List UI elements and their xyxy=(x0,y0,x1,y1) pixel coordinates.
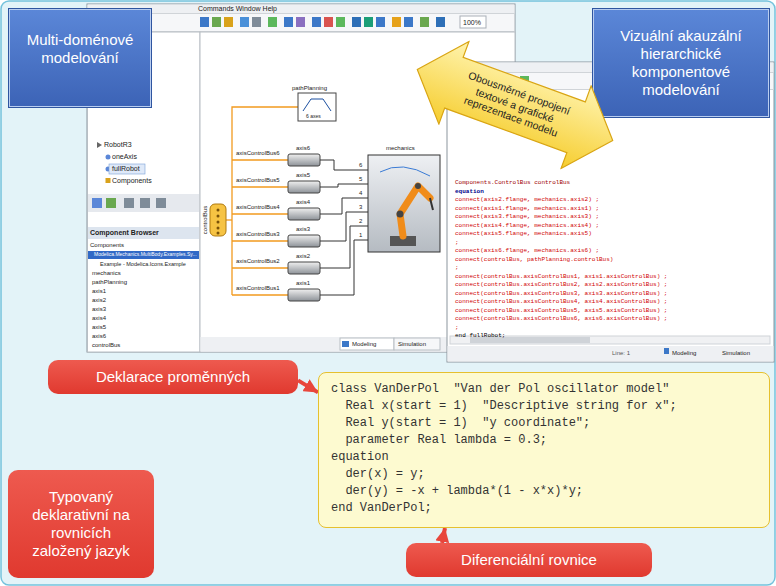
screenshot-text: Components xyxy=(112,177,152,185)
screenshot-text: axisControlBus1 xyxy=(236,285,280,292)
screenshot-text: Example - Modelica.Icons.Example xyxy=(100,261,186,267)
screenshot-text: pathPlanning xyxy=(92,279,127,286)
screenshot-text: Simulation xyxy=(398,341,426,348)
code-line: connect(axis3.flange, mechanics.axis3) ; xyxy=(455,214,599,221)
code-line: connect(controlBus.axisControlBus5, axis… xyxy=(455,308,667,315)
robot-mechanics xyxy=(368,155,440,252)
code-line: connect(controlBus.axisControlBus4, axis… xyxy=(455,299,667,306)
screenshot-text: axisControlBus3 xyxy=(236,231,280,238)
box-text: Vizuální akauzální hierarchické komponen… xyxy=(603,27,759,99)
screenshot-text: axisControlBus5 xyxy=(236,177,280,184)
screenshot-text: axisControlBus2 xyxy=(236,258,280,265)
screenshot-text: Commands Window Help xyxy=(198,5,277,13)
screenshot-text: fullRobot xyxy=(112,165,140,173)
screenshot-text: axis2 xyxy=(92,297,106,304)
callout-arrow xyxy=(298,380,318,392)
code-line: ; xyxy=(455,265,459,272)
screenshot-text: axis1 xyxy=(92,288,106,295)
screenshot-text: controlBus xyxy=(202,206,209,234)
screenshot-text: mechanics xyxy=(92,270,121,277)
screenshot-text: 4 xyxy=(359,190,362,197)
box-text: Typovaný deklarativní na rovnicích založ… xyxy=(20,488,142,560)
code-line: der(x) = y; xyxy=(331,466,425,483)
code-line: equation xyxy=(331,449,389,466)
code-line: der(y) = -x + lambda*(1 - x*x)*y; xyxy=(331,483,583,500)
box-text: Diferenciální rovnice xyxy=(461,551,597,569)
code-listing: class VanDerPol "Van der Pol oscillator … xyxy=(318,372,770,528)
screenshot-text: axis6 xyxy=(92,333,106,340)
screenshot-text: RobotR3 xyxy=(104,141,132,149)
code-line: connect(axis2.flange, mechanics.axis2) ; xyxy=(455,197,599,204)
bus-connector xyxy=(210,204,226,236)
topic-box: Multi-doménové modelování xyxy=(8,8,152,108)
screenshot-text: oneAxis xyxy=(112,153,137,161)
screenshot-text: axis4 xyxy=(92,315,106,322)
screenshot-text: axis2 xyxy=(296,253,310,260)
screenshot-text: Modeling xyxy=(352,341,376,348)
code-line: parameter Real lambda = 0.3; xyxy=(331,432,547,449)
callout-box: Deklarace proměnných xyxy=(48,360,298,394)
code-line: connect(controlBus.axisControlBus2, axis… xyxy=(455,282,667,289)
screenshot-text: axis5 xyxy=(296,172,310,179)
screenshot-text: axis6 xyxy=(296,145,310,152)
code-line: connect(axis4.flange, mechanics.axis4) ; xyxy=(455,223,599,230)
code-line: connect(axis5.flange, mechanics.axis5) xyxy=(455,231,592,238)
screenshot-text: axis4 xyxy=(296,199,310,206)
screenshot-text: 6 xyxy=(359,162,362,169)
path-planning-block xyxy=(298,93,336,121)
code-line: class VanDerPol "Van der Pol oscillator … xyxy=(331,381,669,398)
screenshot-text: axis5 xyxy=(92,324,106,331)
screenshot-text: 6 axes xyxy=(306,114,321,120)
axis-blocks xyxy=(288,154,320,301)
screenshot-text: Modeling xyxy=(672,350,696,357)
code-line: ; xyxy=(455,240,459,247)
code-line: equation xyxy=(455,189,484,196)
code-line: Components.ControlBus controlBus xyxy=(455,180,570,187)
topic-box: Vizuální akauzální hierarchické komponen… xyxy=(592,8,770,118)
screenshot-text: pathPlanning xyxy=(292,85,327,92)
screenshot-text: 100% xyxy=(463,19,481,27)
screenshot-text: 3 xyxy=(359,204,362,211)
code-line: end VanDerPol; xyxy=(331,500,432,517)
flange-wires xyxy=(320,160,368,295)
box-text: Multi-doménové modelování xyxy=(19,31,141,67)
screenshot-text: Components xyxy=(90,242,124,249)
code-line: end fullRobot; xyxy=(455,333,505,340)
feature-box: Typovaný deklarativní na rovnicích založ… xyxy=(8,470,154,578)
bus-wires xyxy=(226,107,298,295)
code-line: connect(controlBus.axisControlBus6, axis… xyxy=(455,316,667,323)
code-line: connect(axis1.flange, mechanics.axis1) ; xyxy=(455,206,599,213)
code-line: Real x(start = 1) "Descriptive string fo… xyxy=(331,398,677,415)
screenshot-text: axisControlBus4 xyxy=(236,204,280,211)
screenshot-text: axis3 xyxy=(296,226,310,233)
screenshot-text: controlBus xyxy=(92,342,120,349)
screenshot-text: Line: 1 xyxy=(612,350,630,357)
callout-arrow xyxy=(442,528,445,543)
code-line: connect(controlBus.axisControlBus1, axis… xyxy=(455,274,667,281)
screenshot-text: axis3 xyxy=(92,306,106,313)
screenshot-text: Modelica.Mechanics.MultiBody.Examples.Sy… xyxy=(94,252,197,258)
screenshot-text: Simulation xyxy=(722,350,750,357)
code-line: connect(controlBus, pathPlanning.control… xyxy=(455,257,613,264)
callout-box: Diferenciální rovnice xyxy=(406,543,652,577)
screenshot-text: 5 xyxy=(359,176,362,183)
screenshot-text: 1 xyxy=(359,232,362,239)
screenshot-text: Component Browser xyxy=(90,229,159,237)
box-text: Deklarace proměnných xyxy=(96,368,250,386)
code-line: Real y(start = 1) "y coordinate"; xyxy=(331,415,590,432)
screenshot-text: axisControlBus6 xyxy=(236,150,280,157)
screenshot-text: axis1 xyxy=(296,280,310,287)
code-line: ; xyxy=(455,325,459,332)
screenshot-text: 2 xyxy=(359,218,362,225)
code-line: connect(controlBus.axisControlBus3, axis… xyxy=(455,291,667,298)
screenshot-text: mechanics xyxy=(386,145,415,152)
code-line: connect(axis6.flange, mechanics.axis6) ; xyxy=(455,248,599,255)
